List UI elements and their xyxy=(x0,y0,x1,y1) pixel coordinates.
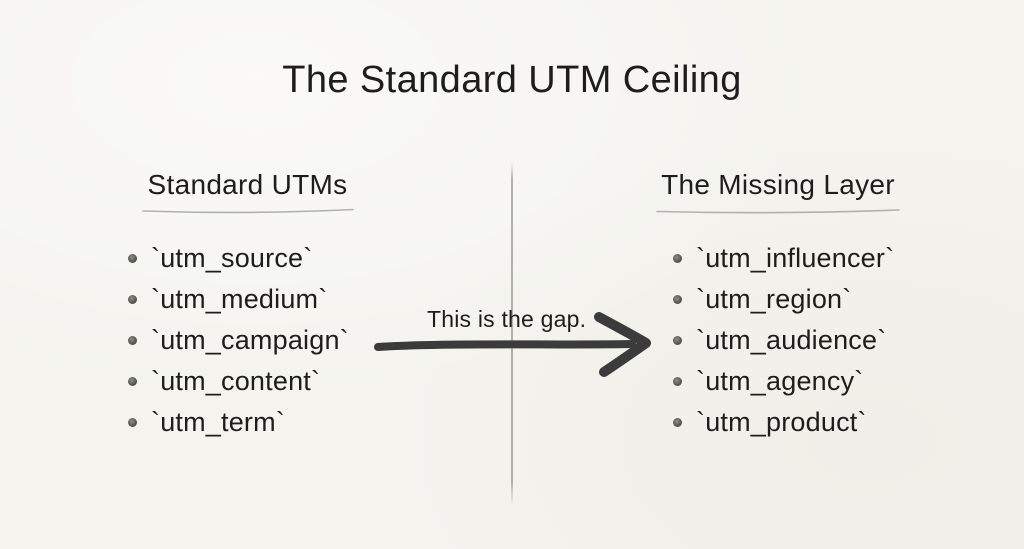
list-item: `utm_region` xyxy=(673,279,906,320)
list-item-label: `utm_content` xyxy=(151,366,321,396)
list-item: `utm_campaign` xyxy=(128,320,375,361)
right-column-heading: The Missing Layer xyxy=(661,169,895,200)
left-column-heading: Standard UTMs xyxy=(147,169,348,200)
bullet-dot-icon xyxy=(673,336,682,345)
list-item-label: `utm_campaign` xyxy=(151,325,349,355)
list-item-label: `utm_agency` xyxy=(696,366,864,396)
bullet-dot-icon xyxy=(673,377,682,386)
bullet-dot-icon xyxy=(673,295,682,304)
bullet-dot-icon xyxy=(673,418,682,427)
missing-layer-column: The Missing Layer `utm_influencer` `utm_… xyxy=(650,168,906,443)
list-item-label: `utm_influencer` xyxy=(696,243,895,273)
bullet-dot-icon xyxy=(128,336,137,345)
right-heading-underline xyxy=(656,209,900,214)
list-item: `utm_influencer` xyxy=(673,238,906,279)
standard-utms-column: Standard UTMs `utm_source` `utm_medium` … xyxy=(120,168,375,443)
list-item-label: `utm_term` xyxy=(151,407,286,437)
bullet-dot-icon xyxy=(128,418,137,427)
list-item: `utm_product` xyxy=(673,402,906,443)
list-item: `utm_content` xyxy=(128,361,375,402)
vertical-divider xyxy=(511,162,513,506)
list-item-label: `utm_medium` xyxy=(151,284,328,314)
left-heading-underline xyxy=(141,208,354,214)
page-title: The Standard UTM Ceiling xyxy=(282,59,742,101)
list-item: `utm_source` xyxy=(128,238,375,279)
list-item-label: `utm_source` xyxy=(151,243,313,273)
list-item-label: `utm_audience` xyxy=(696,325,887,355)
gap-annotation: This is the gap. xyxy=(427,306,587,332)
bullet-dot-icon xyxy=(673,254,682,263)
list-item: `utm_agency` xyxy=(673,361,906,402)
bullet-dot-icon xyxy=(128,377,137,386)
list-item-label: `utm_product` xyxy=(696,407,867,437)
bullet-dot-icon xyxy=(128,254,137,263)
bullet-dot-icon xyxy=(128,295,137,304)
list-item: `utm_audience` xyxy=(673,320,906,361)
list-item: `utm_term` xyxy=(128,402,375,443)
standard-utms-list: `utm_source` `utm_medium` `utm_campaign`… xyxy=(120,238,375,443)
missing-layer-list: `utm_influencer` `utm_region` `utm_audie… xyxy=(650,238,906,443)
list-item-label: `utm_region` xyxy=(696,284,852,314)
list-item: `utm_medium` xyxy=(128,279,375,320)
arrow-right-icon xyxy=(374,312,651,377)
